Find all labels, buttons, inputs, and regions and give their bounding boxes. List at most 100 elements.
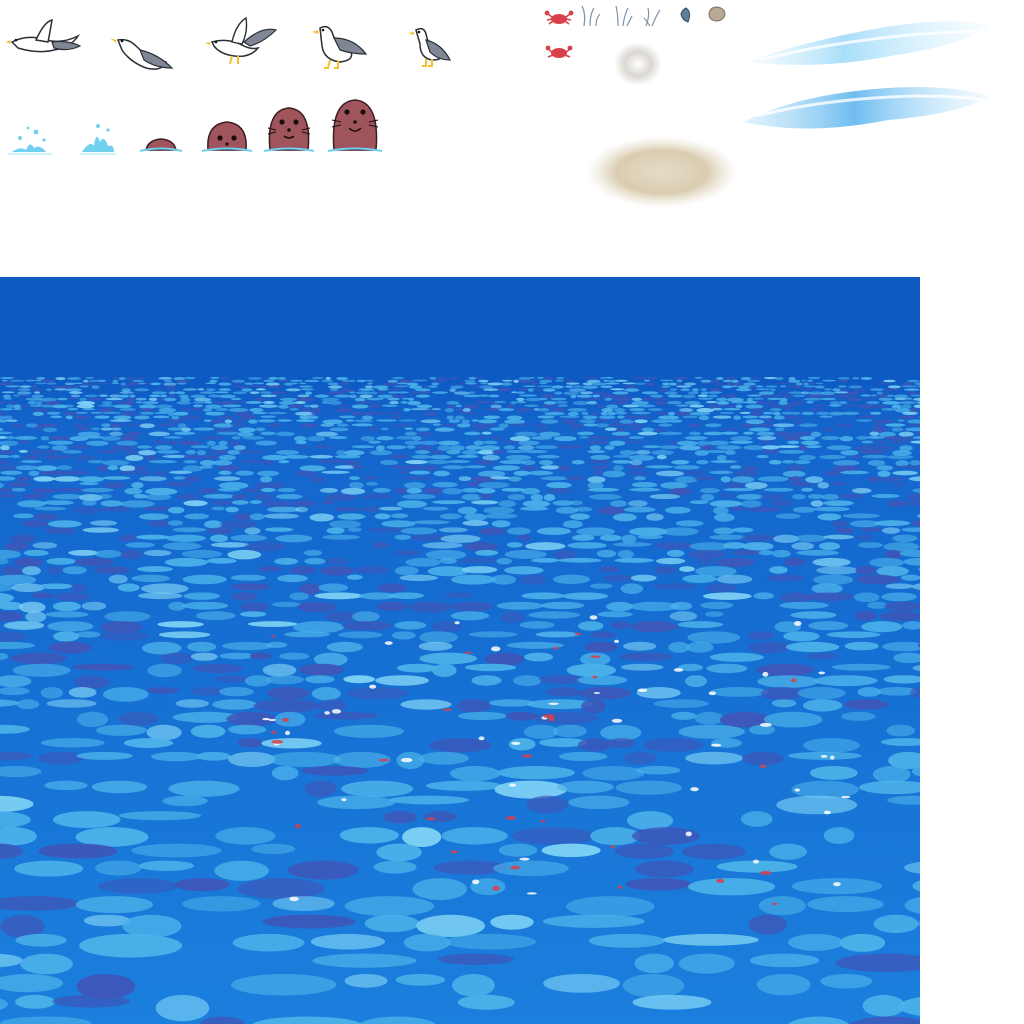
water-ripple [68, 549, 99, 556]
water-ripple [720, 476, 732, 483]
water-ripple [916, 385, 920, 388]
water-ripple [102, 411, 122, 415]
water-ripple [15, 994, 56, 1009]
water-ripple [119, 391, 134, 394]
water-ripple [614, 379, 628, 382]
water-ripple [73, 675, 109, 689]
water-ripple [758, 896, 806, 916]
water-ripple [294, 470, 317, 477]
water-ripple [17, 440, 32, 444]
water-ripple [756, 973, 811, 996]
water-ripple [762, 411, 774, 415]
water-ripple [264, 527, 294, 532]
water-ripple [916, 401, 920, 404]
water-ripple [98, 465, 108, 472]
water-ripple [35, 379, 42, 382]
water-ripple [661, 527, 699, 536]
water-ripple [19, 394, 30, 397]
water-ripple [109, 419, 132, 422]
water-ripple [237, 738, 264, 748]
water-ripple [792, 394, 806, 398]
water-ripple [840, 411, 860, 416]
water-ripple [143, 506, 173, 511]
water-ripple [814, 675, 878, 687]
water-ripple [200, 1016, 245, 1024]
water-ripple [249, 513, 265, 521]
water-ripple [629, 487, 661, 492]
water-ripple [877, 394, 887, 399]
water-ripple [879, 611, 920, 621]
water-ripple [749, 953, 820, 968]
water-ripple [79, 493, 103, 501]
water-ripple [378, 506, 403, 511]
water-ripple [386, 445, 407, 450]
water-ripple [277, 574, 308, 583]
water-ripple [27, 401, 36, 405]
water-ripple [461, 566, 498, 574]
water-ripple [364, 914, 420, 933]
water-ripple [448, 601, 494, 612]
water-ripple [464, 379, 476, 384]
water-ripple [409, 385, 423, 389]
water-ripple [914, 431, 920, 435]
water-ripple [733, 415, 741, 420]
water-ripple [0, 687, 30, 696]
water-ripple [763, 711, 823, 728]
water-ripple [468, 391, 476, 394]
water-ripple [30, 592, 54, 599]
water-ripple [643, 379, 650, 382]
water-ripple [547, 487, 573, 494]
water-ripple [812, 574, 854, 585]
water-ripple [271, 765, 299, 781]
water-ripple [320, 487, 338, 493]
water-ripple [304, 379, 320, 383]
water-ripple [714, 382, 724, 386]
water-ripple [183, 592, 221, 600]
water-ripple [554, 379, 565, 382]
water-ripple [418, 641, 453, 651]
water-ripple [154, 388, 165, 390]
water-ripple [376, 436, 394, 441]
water-ripple [300, 765, 369, 776]
water-sparkle [285, 730, 291, 736]
water-ripple [115, 401, 125, 404]
water-ripple [522, 385, 537, 387]
water-ripple [162, 542, 202, 551]
water-ripple [141, 470, 153, 476]
water-ripple [514, 431, 539, 437]
water-ripple [76, 751, 133, 760]
water-ripple [847, 391, 861, 395]
water-ripple [0, 583, 15, 592]
water-ripple [100, 427, 113, 431]
water-ripple [867, 601, 888, 609]
water-ripple [501, 379, 513, 382]
water-ripple [156, 449, 180, 454]
water-ripple [783, 631, 820, 642]
water-ripple [483, 388, 499, 392]
water-ripple [843, 404, 858, 407]
water-ripple [841, 711, 876, 721]
water-sparkle [614, 639, 620, 643]
water-ripple [522, 449, 548, 454]
water-ripple [148, 520, 171, 528]
water-ripple [720, 431, 739, 435]
water-ripple [288, 404, 304, 409]
water-ripple [713, 527, 735, 535]
water-ripple [91, 780, 148, 794]
water-ripple [478, 385, 494, 389]
water-ripple [564, 379, 574, 383]
water-ripple [626, 811, 674, 830]
seal-head-top-sprite [139, 136, 183, 156]
water-ripple [75, 454, 96, 461]
water-ripple [755, 385, 764, 388]
water-ripple [409, 391, 419, 394]
water-ripple [775, 445, 800, 449]
water-ripple [233, 445, 246, 451]
water-ripple [82, 379, 89, 383]
water-ripple [0, 440, 19, 447]
water-ripple [120, 411, 138, 416]
water-ripple [75, 631, 101, 638]
water-ripple [774, 431, 794, 437]
water-ripple [881, 592, 917, 602]
water-ripple [528, 611, 580, 619]
